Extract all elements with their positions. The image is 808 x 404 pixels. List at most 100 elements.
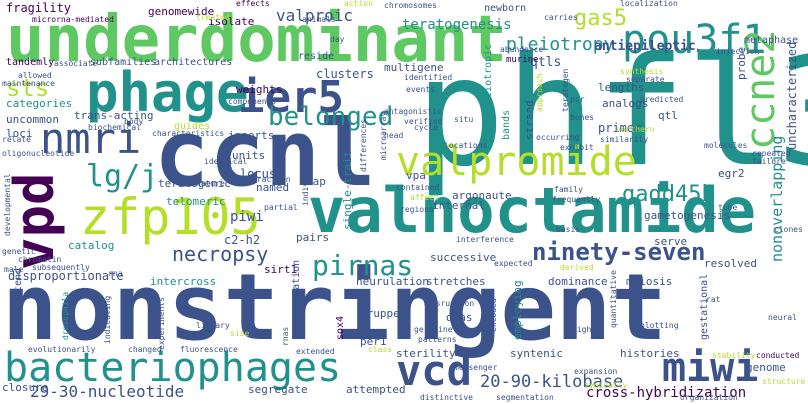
word: catalog xyxy=(68,239,115,252)
word: pirnas xyxy=(312,249,414,282)
word: encoded xyxy=(489,298,498,332)
word: per1 xyxy=(360,335,387,348)
word: gametogenesis xyxy=(644,209,731,222)
word: situ xyxy=(454,115,474,124)
word: vcd xyxy=(396,346,472,395)
word: expansion xyxy=(574,367,618,376)
word: neural xyxy=(768,313,797,322)
word: interference xyxy=(456,235,514,244)
word: relate xyxy=(2,135,31,144)
word: analogs xyxy=(602,97,649,110)
word: named xyxy=(256,181,290,194)
word: bacteriophages xyxy=(4,345,342,391)
word: miwi xyxy=(662,345,759,391)
word: intercross xyxy=(150,275,217,288)
word: abundance xyxy=(500,45,544,54)
word: rnas xyxy=(281,326,290,346)
word: gestational xyxy=(699,273,710,340)
word: allowed xyxy=(18,71,52,80)
word: injection xyxy=(716,47,760,56)
word: carries xyxy=(544,13,578,22)
word: rat xyxy=(706,295,721,304)
word: piwi xyxy=(230,209,264,225)
word: dnas xyxy=(446,311,473,324)
word: occurring xyxy=(536,133,580,142)
word: class xyxy=(368,345,393,354)
word: family xyxy=(554,185,583,194)
word: biochemical xyxy=(88,123,141,132)
word: reside xyxy=(298,51,335,62)
word: developmental xyxy=(3,173,12,236)
word: weights xyxy=(236,83,283,96)
word: locus xyxy=(240,167,277,181)
word: contained xyxy=(396,183,440,192)
word: fragility xyxy=(6,1,72,15)
word: syntenic xyxy=(510,347,563,360)
word: single-trait xyxy=(341,150,354,230)
word: tube xyxy=(718,203,738,212)
word: antagonistic xyxy=(384,107,442,116)
word: murine xyxy=(506,55,539,65)
word: employing xyxy=(511,280,524,340)
word: distinctive xyxy=(420,393,473,402)
word: disruption xyxy=(426,299,475,308)
word: include xyxy=(13,306,22,340)
word: annotation xyxy=(291,259,302,320)
word: sox4 xyxy=(335,315,346,340)
word: pairs xyxy=(296,231,330,244)
word: associate xyxy=(54,59,98,68)
word: synthesis xyxy=(620,67,664,76)
word: valnoctamide xyxy=(308,174,756,247)
word: multigene xyxy=(384,61,444,74)
word: 20-90-kilobase xyxy=(480,372,624,392)
word: teratogenesis xyxy=(402,17,512,33)
word: animals xyxy=(302,15,336,24)
word: lg/j xyxy=(86,159,159,194)
word: clones xyxy=(774,225,803,234)
word: valpromide xyxy=(396,139,637,185)
word: day xyxy=(330,35,345,44)
word: antiepileptic xyxy=(594,39,696,54)
word: nmri xyxy=(40,114,142,163)
word: microrna-mediated xyxy=(32,15,114,24)
word: phfl3 xyxy=(415,26,808,200)
word: basis xyxy=(556,225,581,234)
word: nature xyxy=(196,179,225,188)
word: segmentation xyxy=(496,393,554,402)
word: uncharacterized xyxy=(785,41,799,150)
word: action xyxy=(344,0,373,8)
word: rna xyxy=(108,269,123,278)
word: germline xyxy=(414,325,453,334)
word: units xyxy=(232,149,266,162)
word: bones xyxy=(570,113,595,122)
word: teratogenic xyxy=(158,177,231,190)
word: segregate xyxy=(248,383,308,396)
word: strand xyxy=(523,100,536,140)
word: genomewide xyxy=(148,5,215,18)
word: head xyxy=(384,131,404,140)
word: male xyxy=(4,265,24,274)
word: ier5 xyxy=(238,72,344,123)
word: components xyxy=(228,97,277,106)
word: fluorescence xyxy=(180,345,238,354)
word: neurulation xyxy=(356,275,429,288)
word: conducted xyxy=(756,351,800,360)
word: serve xyxy=(654,235,688,248)
word: closure xyxy=(2,381,49,394)
word: successive xyxy=(430,251,497,264)
word: cycle xyxy=(414,123,439,132)
word: similarity xyxy=(600,135,649,144)
word: approach xyxy=(535,73,544,112)
word: 29-30-nucleotide xyxy=(30,382,185,401)
word: nonstringent xyxy=(2,254,667,361)
word: northern xyxy=(616,125,655,134)
word: quantitative xyxy=(609,270,618,328)
word: egr2 xyxy=(718,167,745,180)
word: patterns xyxy=(418,335,457,344)
word: effects xyxy=(236,0,270,8)
word: vpa xyxy=(406,169,426,182)
word: chromatin xyxy=(18,255,62,264)
word: histories xyxy=(620,347,680,360)
word: lengths xyxy=(598,81,645,94)
word: localization xyxy=(620,0,678,8)
